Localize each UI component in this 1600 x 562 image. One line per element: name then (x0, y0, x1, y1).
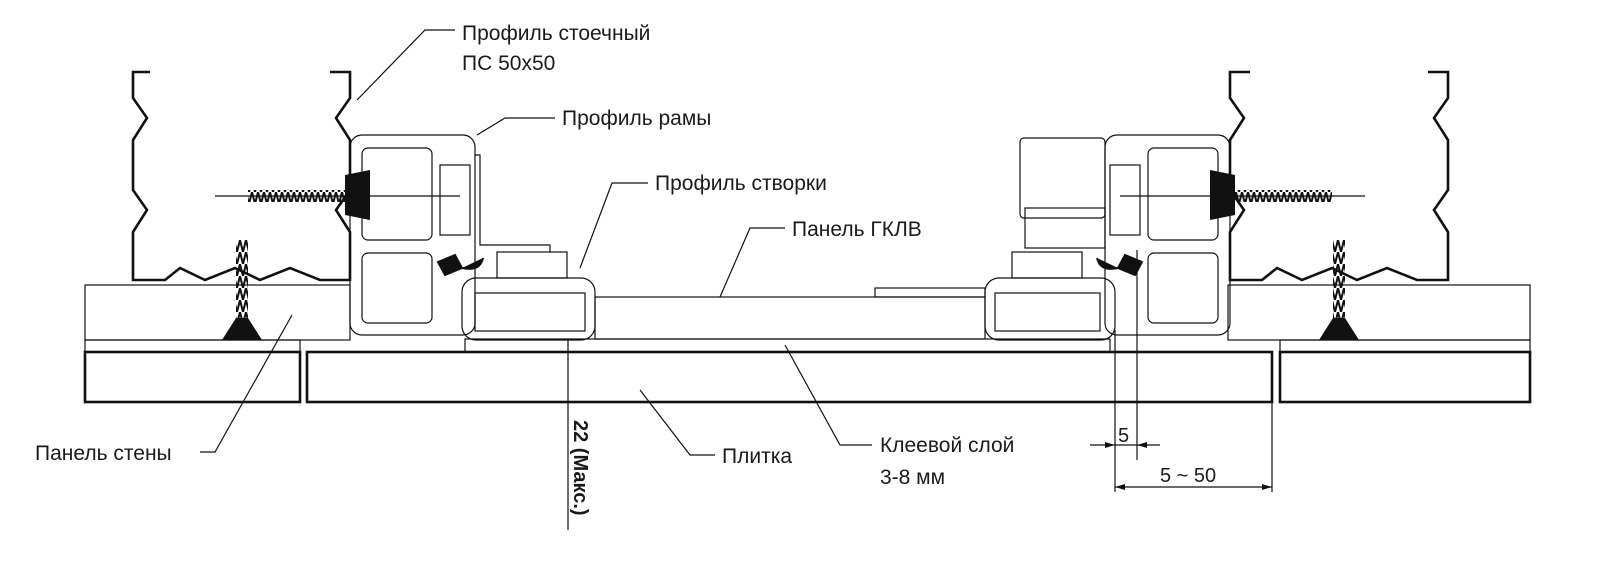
sash-profile-left (461, 251, 596, 341)
label-adhesive: Клеевой слой (880, 434, 1014, 457)
screw-horizontal-right (1120, 170, 1365, 220)
seal-left (436, 253, 484, 277)
label-sash-profile: Профиль створки (655, 172, 827, 195)
frame-profile-right (1019, 134, 1231, 336)
dimension-max-height: 22 (Макс.) (569, 420, 591, 516)
dimension-gap: 5 (1118, 425, 1129, 447)
sash-profile-right (984, 251, 1116, 341)
screw-vertical-left (222, 240, 262, 340)
adhesive-layer (84, 338, 1531, 353)
screw-vertical-right (1319, 240, 1359, 340)
wall-panel (84, 284, 1531, 341)
frame-profile-left (349, 134, 551, 336)
label-wall-panel: Панель стены (35, 442, 172, 465)
stud-profile-right (1228, 70, 1450, 282)
seal-right (1096, 253, 1144, 277)
label-tile: Плитка (722, 445, 792, 468)
gklv-panel (594, 296, 986, 340)
screw-horizontal-left (215, 170, 460, 220)
label-stud-profile: Профиль стоечный (462, 22, 650, 45)
tile-layer (83, 350, 1532, 404)
label-adhesive-thickness: 3-8 мм (880, 466, 945, 489)
stud-profile-left (131, 70, 352, 282)
label-stud-profile-size: ПС 50х50 (462, 52, 555, 75)
dimension-lines (567, 250, 1273, 530)
dimension-offset-range: 5 ~ 50 (1160, 465, 1216, 487)
label-frame-profile: Профиль рамы (562, 107, 711, 130)
label-gklv-panel: Панель ГКЛВ (792, 218, 922, 241)
leader-lines (200, 29, 872, 456)
